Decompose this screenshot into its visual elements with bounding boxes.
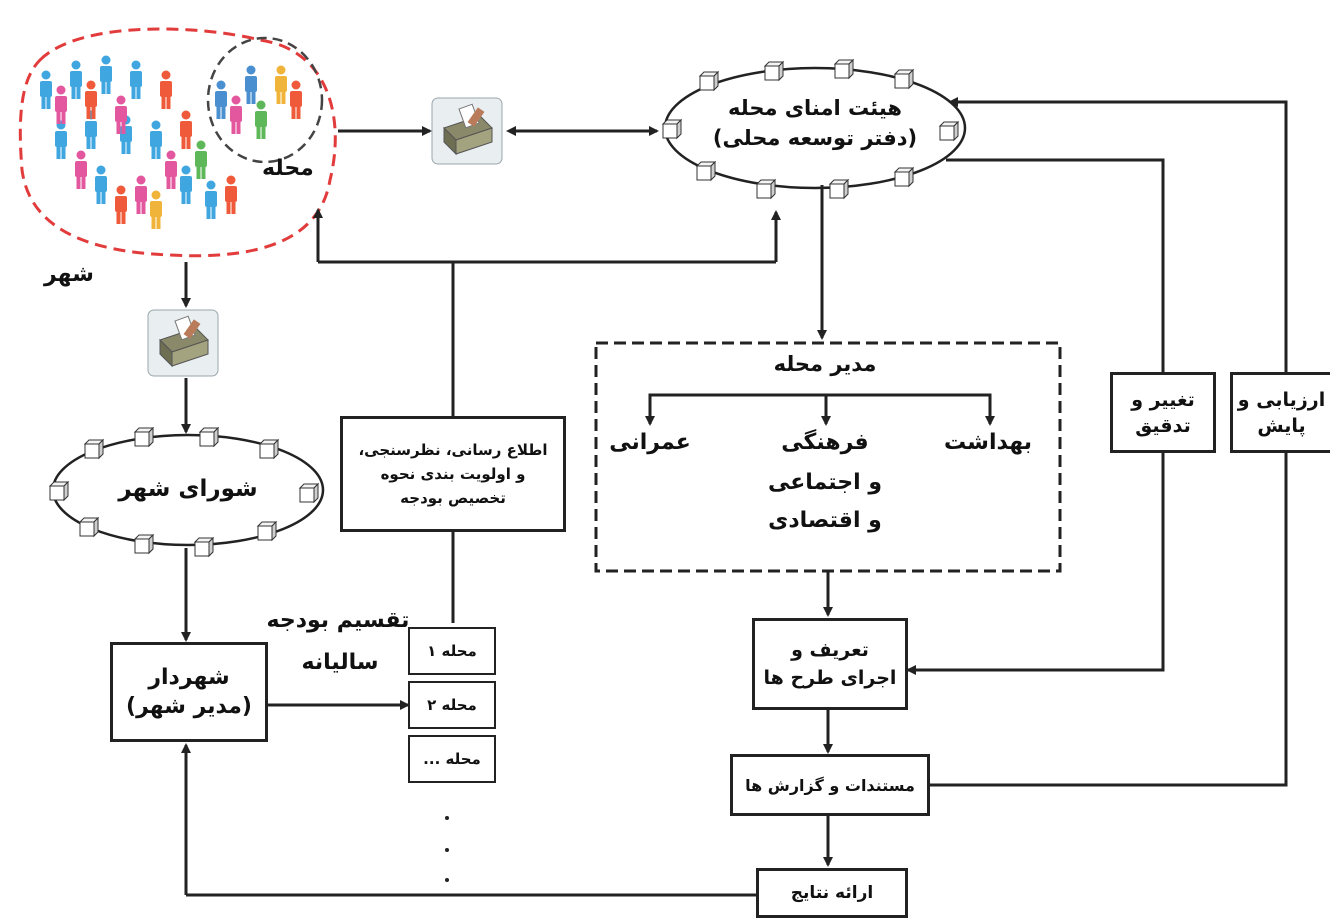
- documents-reports-box: مستندات و گزارش ها: [730, 754, 930, 816]
- continuation-dots: [445, 816, 449, 882]
- change-review-line: تغییر و: [1131, 388, 1195, 411]
- change-review-line: تدقیق: [1135, 414, 1191, 437]
- neighborhood-manager-frame: [594, 341, 1062, 573]
- budget-neighborhood-item: محله ۱: [408, 627, 496, 675]
- ballot-box-icon: [147, 309, 219, 377]
- council-label: شورای شهر: [118, 476, 258, 502]
- neighborhood-manager-title: مدیر محله: [773, 352, 877, 376]
- city-crowd: [18, 27, 337, 258]
- documents-reports-label: مستندات و گزارش ها: [745, 775, 915, 795]
- change-review-box: تغییر و تدقیق: [1110, 372, 1216, 453]
- budget-neighborhood-item: محله ۲: [408, 681, 496, 729]
- mayor-box: شهردار (مدیر شهر): [110, 642, 268, 742]
- dept-culture-line: فرهنگی: [781, 430, 869, 455]
- evaluation-line: ارزیابی و: [1237, 388, 1326, 411]
- mayor-line: شهردار: [148, 665, 230, 690]
- trustees-subtitle: (دفتر توسعه محلی): [712, 126, 918, 150]
- present-results-label: ارائه نتایج: [790, 883, 874, 903]
- info-box: اطلاع رسانی، نظرسنجی، و اولویت بندی نحوه…: [340, 416, 566, 532]
- define-projects-line: اجرای طرح ها: [763, 667, 897, 689]
- budget-split-title: تقسیم بودجه: [266, 608, 410, 633]
- budget-neighborhood-label: محله ۲: [427, 696, 477, 714]
- evaluation-line: پایش: [1257, 414, 1306, 437]
- dept-health: بهداشت: [944, 430, 1032, 455]
- ballot-box-icon: [431, 97, 503, 165]
- info-box-line: اطلاع رسانی، نظرسنجی،: [358, 441, 548, 459]
- dept-culture-line: و اجتماعی: [767, 470, 882, 495]
- trustees-title: هیئت امنای محله: [728, 96, 902, 120]
- budget-neighborhood-item: محله ...: [408, 735, 496, 783]
- info-box-line: و اولویت بندی نحوه: [380, 465, 526, 483]
- budget-neighborhood-label: محله ...: [423, 750, 481, 768]
- define-projects-line: تعریف و: [791, 639, 869, 661]
- dept-culture-line: و اقتصادی: [768, 508, 882, 533]
- city-label: شهر: [44, 262, 94, 287]
- define-projects-box: تعریف و اجرای طرح ها: [752, 618, 908, 710]
- present-results-box: ارائه نتایج: [756, 868, 908, 918]
- budget-split-subtitle: سالیانه: [301, 650, 379, 675]
- dept-construction: عمرانی: [609, 430, 691, 455]
- info-box-line: تخصیص بودجه: [400, 489, 506, 507]
- evaluation-box: ارزیابی و پایش: [1230, 372, 1330, 453]
- neighborhood-label: محله: [262, 156, 314, 181]
- budget-neighborhood-label: محله ۱: [427, 642, 477, 660]
- mayor-line: (مدیر شهر): [126, 694, 252, 719]
